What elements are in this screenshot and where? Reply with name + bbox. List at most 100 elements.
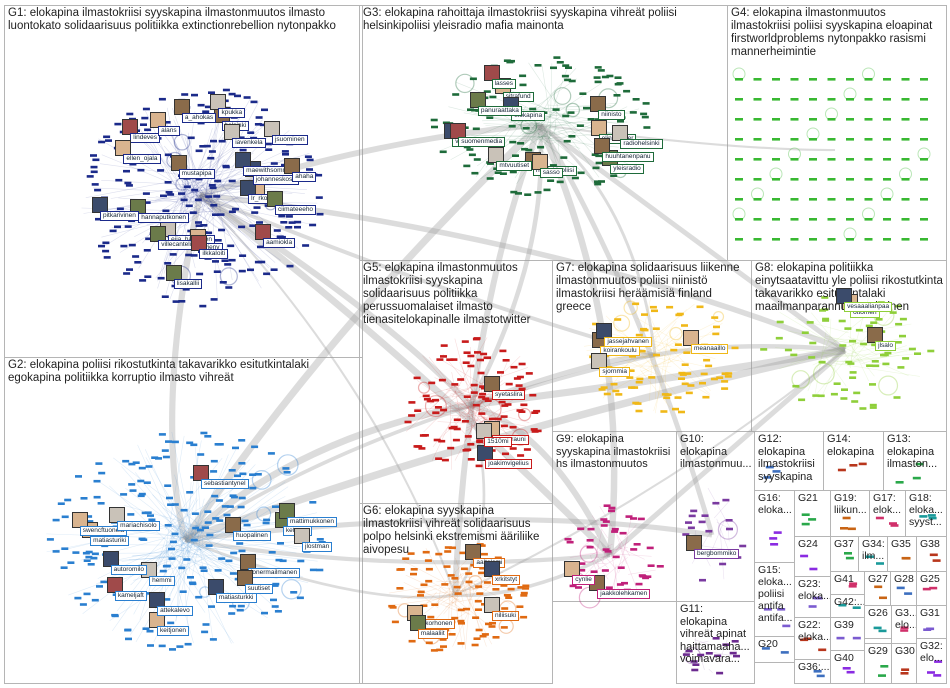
group-panel-g39: G39 — [830, 617, 864, 650]
group-title-g37: G37 — [834, 538, 856, 550]
group-title-g36: G36:... — [798, 661, 828, 673]
node-label: lisakallii — [174, 279, 202, 289]
group-panel-g8: G8: elokapina politiikka einytsaatavittu… — [751, 260, 946, 431]
node-label: jsuominen — [272, 135, 308, 145]
group-title-g33: G3... elo... — [895, 607, 914, 631]
group-title-g25: G25 — [920, 573, 944, 585]
node-label: ilkkaloiti — [199, 249, 228, 259]
node-label: xrkitstyt — [492, 575, 520, 585]
group-title-g26: G26 — [868, 607, 889, 619]
node-label: niliisuki — [492, 611, 519, 621]
node-label: a_ahokas — [182, 113, 216, 123]
node-label: kpukka — [218, 108, 245, 118]
node-label: alans — [158, 126, 180, 136]
group-panel-g38: G38 — [916, 536, 946, 571]
node-label: ciimateeeho — [275, 205, 316, 215]
group-panel-g24: G24 — [794, 536, 830, 576]
node-label: hemmi — [149, 576, 175, 586]
group-panel-g23: G23: eloka... — [794, 576, 830, 617]
node-label: keitjonen — [157, 626, 189, 636]
group-title-g19: G19: liikun... — [834, 492, 867, 516]
group-title-g29: G29 — [868, 645, 889, 657]
node-label: kameljaft — [115, 591, 147, 601]
group-title-g1: G1: elokapina ilmastokriisi syyskapina i… — [8, 7, 360, 33]
group-title-g3: G3: elokapina rahoittaja ilmastokriisi s… — [363, 7, 725, 33]
group-panel-g29: G29 — [864, 643, 891, 683]
group-panel-g14: G14: elokapina — [823, 431, 883, 490]
group-panel-g19: G19: liikun... — [830, 490, 869, 536]
node-label: jlsalo — [875, 341, 896, 351]
group-title-g16: G16: eloka... — [758, 492, 792, 516]
group-panel-g40: G40 — [830, 650, 864, 683]
group-title-g42: G42:... — [834, 596, 862, 608]
node-label: suutiset — [245, 584, 273, 594]
node-label: sebastiantynel — [201, 479, 249, 489]
node-label: meanaaillo — [691, 344, 728, 354]
group-panel-g26: G26 — [864, 605, 891, 638]
group-panel-g13: G13: elokapina ilmaston... — [883, 431, 946, 490]
group-panel-g12: G12: elokapina ilmastokriisi syyskapina — [754, 431, 823, 490]
group-panel-g11: G11: elokapina vihreät apinat haittamaah… — [676, 601, 754, 683]
node-label: aamiokla — [263, 238, 295, 248]
group-title-g9: G9: elokapina syyskapina ilmastokriisi h… — [556, 433, 674, 471]
group-panel-g3: G3: elokapina rahoittaja ilmastokriisi s… — [359, 5, 727, 260]
group-title-g18: G18: eloka... syyst... — [909, 492, 944, 528]
node-label: lonermailmanen — [248, 568, 300, 578]
node-label: ellen_ojala — [123, 154, 160, 164]
group-panel-g41: G41 — [830, 571, 864, 594]
group-title-g11: G11: elokapina vihreät apinat haittamaah… — [680, 603, 752, 666]
group-panel-g34: G34: ilm... — [858, 536, 887, 571]
node-label: matiasturiki — [90, 536, 129, 546]
node-label: jlostman — [302, 542, 332, 552]
group-title-g17: G17: elok... — [873, 492, 903, 516]
group-title-g41: G41 — [834, 573, 862, 585]
node-label: malaaliit — [418, 629, 448, 639]
group-title-g27: G27 — [868, 573, 888, 585]
node-label: villecanteli — [158, 240, 194, 250]
node-label: cynlie — [572, 575, 595, 585]
node-label: vesaaalianpaa — [844, 302, 892, 312]
node-label: mtvuutiset — [496, 161, 532, 171]
node-label: bergbommiko — [694, 549, 739, 559]
group-panel-g16: G16: eloka... — [754, 490, 794, 562]
node-label: yleisradio — [610, 164, 643, 174]
group-title-g35: G35 — [891, 538, 914, 550]
group-panel-g36: G36:... — [794, 659, 830, 683]
node-label: sasso — [540, 168, 563, 178]
group-title-g6: G6: elokapina syyskapina ilmastokriisi v… — [363, 505, 550, 557]
group-title-g20: G20 — [758, 638, 792, 650]
group-title-g23: G23: eloka... — [798, 578, 828, 602]
group-title-g31: G31 — [920, 607, 944, 619]
group-title-g5: G5: elokapina ilmastonmuutos ilmastokrii… — [363, 262, 550, 327]
node-label: autoromilo — [111, 565, 147, 575]
group-panel-g42: G42:... — [830, 594, 864, 617]
group-panel-g21: G21 — [794, 490, 830, 536]
node-label: suomenmedia — [458, 137, 505, 147]
group-panel-g4: G4: elokapina ilmastonmuutos ilmastokrii… — [727, 5, 946, 260]
group-title-g34: G34: ilm... — [862, 538, 885, 562]
group-title-g4: G4: elokapina ilmastonmuutos ilmastokrii… — [731, 7, 944, 59]
group-panel-g6: G6: elokapina syyskapina ilmastokriisi v… — [359, 503, 552, 683]
node-label: mattimukkonen — [287, 517, 337, 527]
group-panel-g15: G15: eloka... poliisi antifa antifa... — [754, 562, 794, 636]
node-label: 1510mi — [484, 437, 511, 447]
node-label: mariachisolo — [117, 521, 160, 531]
group-panel-g27: G27 — [864, 571, 890, 605]
group-panel-g10: G10: elokapina ilmastonmuu... — [676, 431, 754, 601]
node-label: syetaslira — [492, 390, 525, 400]
node-label: pitkarivinen — [100, 211, 139, 221]
group-panel-g18: G18: eloka... syyst... — [905, 490, 946, 536]
node-label: radiohelsinki — [620, 139, 662, 149]
group-title-g30: G30 — [895, 645, 914, 657]
group-panel-g22: G22: eloka... — [794, 617, 830, 659]
node-label: sjornmia — [599, 367, 630, 377]
node-label: huuhtanenpanu — [602, 152, 653, 162]
group-panel-g30: G30 — [891, 643, 916, 683]
group-panel-g33: G3... elo... — [891, 605, 916, 643]
node-label: joakimvigelius — [485, 459, 531, 469]
group-title-g21: G21 — [798, 492, 828, 504]
group-panel-g25: G25 — [916, 571, 946, 605]
group-title-g14: G14: elokapina — [827, 433, 881, 458]
group-panel-g32: G32: elo... — [916, 638, 946, 683]
node-label: hannaputkonen — [138, 213, 189, 223]
